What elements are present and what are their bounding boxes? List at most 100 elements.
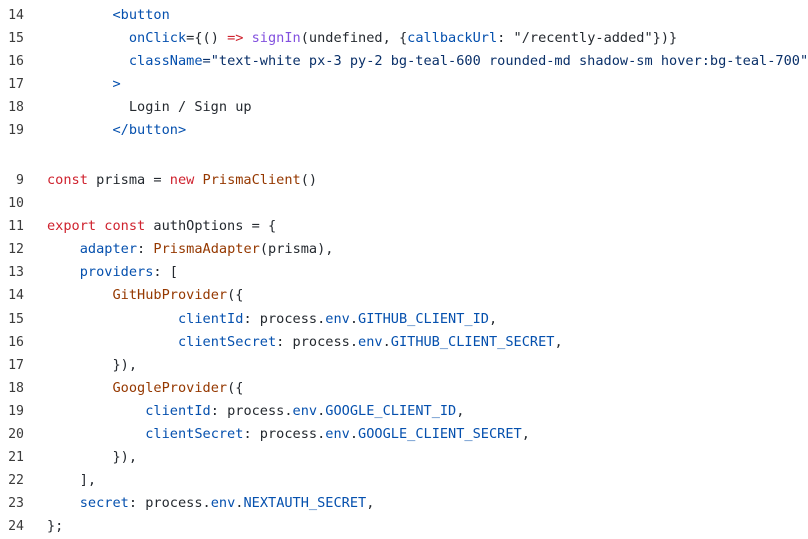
code-text: > bbox=[47, 73, 121, 96]
code-token bbox=[47, 495, 80, 511]
code-token: GOOGLE_CLIENT_SECRET bbox=[358, 426, 522, 443]
code-token bbox=[47, 403, 145, 419]
code-token: : process. bbox=[210, 402, 293, 419]
code-token bbox=[243, 30, 251, 46]
code-line: 17 > bbox=[0, 73, 800, 96]
code-token: clientId bbox=[177, 310, 244, 327]
line-number: 11 bbox=[8, 219, 24, 235]
code-token: : bbox=[137, 241, 154, 258]
code-text: Login / Sign up bbox=[47, 96, 252, 119]
code-token: > bbox=[112, 76, 121, 93]
code-token: ({ bbox=[227, 379, 244, 396]
code-token: }), bbox=[47, 449, 138, 466]
code-line: 23 secret: process.env.NEXTAUTH_SECRET, bbox=[0, 492, 800, 515]
code-text: }), bbox=[47, 354, 137, 377]
code-token: (prisma), bbox=[259, 241, 334, 258]
line-number: 14 bbox=[8, 288, 24, 304]
code-token: . bbox=[349, 310, 359, 327]
code-token: GITHUB_CLIENT_ID bbox=[358, 310, 489, 327]
code-token: env bbox=[325, 310, 350, 327]
code-token: PrismaAdapter bbox=[153, 241, 260, 258]
code-token: }), bbox=[47, 356, 138, 373]
code-token: . bbox=[317, 402, 326, 419]
code-token: <button bbox=[112, 7, 170, 23]
code-token: : process. bbox=[243, 310, 326, 327]
line-number: 13 bbox=[8, 265, 24, 281]
code-token: . bbox=[349, 426, 359, 443]
code-token: clientSecret bbox=[177, 333, 277, 350]
code-token bbox=[47, 426, 145, 442]
line-number: 10 bbox=[8, 196, 24, 212]
code-token: providers bbox=[79, 264, 154, 281]
code-text: ], bbox=[47, 469, 96, 492]
code-text: const prisma = new PrismaClient() bbox=[47, 169, 317, 192]
code-token: , bbox=[521, 426, 530, 443]
code-text: clientId: process.env.GOOGLE_CLIENT_ID, bbox=[47, 400, 464, 423]
code-text: GoogleProvider({ bbox=[47, 377, 243, 400]
code-line: 19 clientId: process.env.GOOGLE_CLIENT_I… bbox=[0, 400, 800, 423]
line-number: 23 bbox=[8, 496, 24, 512]
code-token: , bbox=[366, 495, 375, 512]
line-number: 21 bbox=[8, 450, 24, 466]
code-line: 18 GoogleProvider({ bbox=[0, 377, 800, 400]
code-token: new bbox=[169, 172, 195, 188]
code-token bbox=[47, 287, 112, 303]
code-token bbox=[47, 311, 178, 327]
code-token: env bbox=[325, 426, 350, 443]
code-token: ({ bbox=[227, 287, 244, 304]
code-line: 22 ], bbox=[0, 469, 800, 492]
code-token: const bbox=[47, 172, 88, 188]
code-token: . bbox=[382, 333, 391, 350]
line-number: 20 bbox=[8, 427, 24, 443]
code-line: 14 <button bbox=[0, 4, 800, 27]
code-token: Login / Sign up bbox=[47, 99, 252, 116]
code-token: GITHUB_CLIENT_SECRET bbox=[390, 333, 555, 350]
code-text: <button bbox=[47, 4, 170, 27]
code-token bbox=[47, 264, 80, 280]
code-line: 10 bbox=[0, 192, 800, 215]
code-line: 15 clientId: process.env.GITHUB_CLIENT_I… bbox=[0, 308, 800, 331]
code-text: clientId: process.env.GITHUB_CLIENT_ID, bbox=[47, 308, 497, 331]
code-line: 16 clientSecret: process.env.GITHUB_CLIE… bbox=[0, 331, 800, 354]
code-token: className bbox=[128, 53, 203, 70]
code-token: PrismaClient bbox=[202, 172, 301, 188]
code-token: prisma = bbox=[87, 172, 170, 188]
code-token: GoogleProvider bbox=[112, 379, 228, 396]
code-text: adapter: PrismaAdapter(prisma), bbox=[47, 238, 334, 261]
code-line: 18 Login / Sign up bbox=[0, 96, 800, 119]
code-token: => bbox=[227, 30, 244, 47]
line-number: 24 bbox=[8, 519, 24, 535]
code-token: export bbox=[47, 218, 97, 235]
code-token bbox=[194, 172, 202, 188]
code-line: 16 className="text-white px-3 py-2 bg-te… bbox=[0, 50, 808, 73]
code-line: 14 GitHubProvider({ bbox=[0, 284, 800, 307]
code-token: env bbox=[210, 495, 236, 512]
code-token: const bbox=[104, 218, 146, 235]
code-line: 17 }), bbox=[0, 354, 800, 377]
code-token: }; bbox=[47, 518, 64, 535]
code-token bbox=[47, 53, 129, 69]
code-text: }), bbox=[47, 446, 137, 469]
code-line: 13 providers: [ bbox=[0, 261, 800, 284]
code-token: , bbox=[456, 402, 465, 419]
code-token: , bbox=[554, 333, 563, 350]
code-token bbox=[47, 380, 112, 396]
code-text: }; bbox=[47, 515, 63, 538]
code-token bbox=[47, 334, 178, 350]
code-token: : process. bbox=[128, 495, 211, 512]
line-number: 15 bbox=[8, 31, 24, 47]
code-token: ="text-white px-3 py-2 bg-teal-600 round… bbox=[202, 53, 808, 70]
code-line: 24}; bbox=[0, 515, 800, 538]
code-token: ={() bbox=[186, 30, 228, 47]
code-token: signIn bbox=[251, 30, 301, 47]
line-number: 17 bbox=[8, 357, 24, 373]
code-token: : [ bbox=[153, 264, 178, 281]
code-token bbox=[47, 241, 80, 257]
line-number: 19 bbox=[8, 403, 24, 419]
line-number: 16 bbox=[8, 54, 24, 70]
code-token bbox=[47, 76, 112, 92]
